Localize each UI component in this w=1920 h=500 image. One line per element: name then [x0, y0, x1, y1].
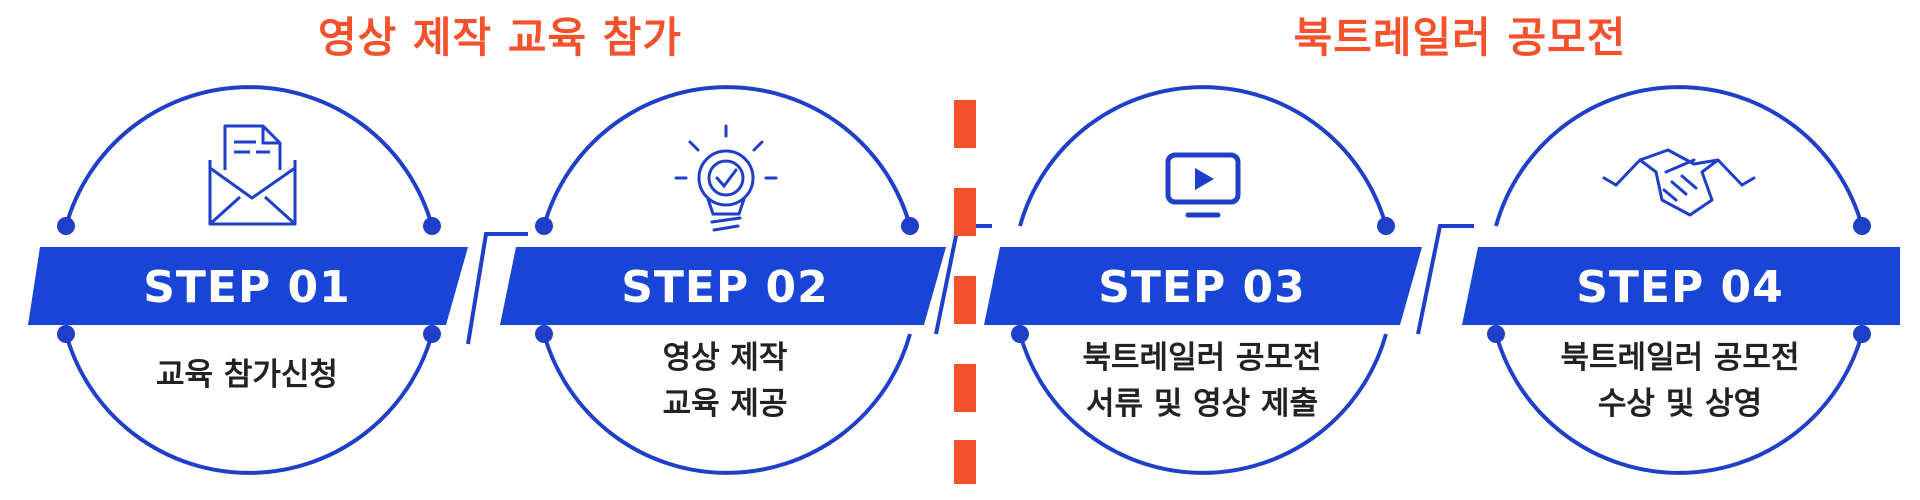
step-1-label: STEP 01 — [143, 262, 351, 313]
step-2-circle-top-arc — [542, 85, 912, 227]
step-1-description: 교육 참가신청 — [67, 352, 427, 398]
step-4-desc-line: 북트레일러 공모전 — [1560, 340, 1800, 376]
step-3-desc-line: 북트레일러 공모전 — [1082, 340, 1322, 376]
step-2-description: 영상 제작 교육 제공 — [545, 335, 905, 427]
dot — [1377, 217, 1395, 235]
step-4-label: STEP 04 — [1576, 262, 1784, 313]
step-1-desc-line: 교육 참가신청 — [156, 357, 338, 393]
dot — [1487, 325, 1505, 343]
step-1-bar — [28, 247, 468, 325]
divider-dash — [954, 440, 976, 484]
step-3-label: STEP 03 — [1098, 262, 1306, 313]
video-monitor-icon — [1165, 152, 1241, 218]
connector-3-4 — [1416, 224, 1474, 335]
step-4-circle-top-arc — [1494, 85, 1864, 227]
dot — [535, 217, 553, 235]
dot — [901, 217, 919, 235]
section-title-booktrailer-contest: 북트레일러 공모전 — [1293, 13, 1627, 62]
step-2-desc-line: 교육 제공 — [662, 386, 788, 422]
dot — [535, 325, 553, 343]
divider-dash — [954, 364, 976, 412]
step-2-desc-line: 영상 제작 — [662, 340, 788, 376]
envelope-document-icon — [208, 124, 297, 226]
dot — [57, 217, 75, 235]
dot — [57, 325, 75, 343]
step-4-description: 북트레일러 공모전 수상 및 상영 — [1500, 335, 1860, 427]
dot — [1853, 217, 1871, 235]
dot — [1011, 325, 1029, 343]
step-4-bar — [1462, 247, 1900, 325]
step-3-bar — [984, 247, 1422, 325]
step-1-circle-bottom-arc — [64, 333, 434, 475]
step-3-circle-bottom-arc — [1018, 333, 1388, 475]
dot — [423, 217, 441, 235]
step-2-label: STEP 02 — [621, 262, 829, 313]
step-4-desc-line: 수상 및 상영 — [1597, 386, 1763, 422]
section-title-video-education: 영상 제작 교육 참가 — [318, 13, 682, 62]
step-2-bar — [500, 247, 946, 325]
divider-dash — [954, 276, 976, 324]
dot — [423, 325, 441, 343]
section-divider — [954, 100, 976, 484]
step-4-circle-bottom-arc — [1494, 333, 1864, 475]
step-3-circle-top-arc — [1018, 85, 1388, 227]
handshake-icon — [1602, 148, 1756, 217]
step-3-desc-line: 서류 및 영상 제출 — [1085, 386, 1319, 422]
step-1-circle-top-arc — [64, 85, 434, 227]
dot — [1853, 325, 1871, 343]
step-3-description: 북트레일러 공모전 서류 및 영상 제출 — [1022, 335, 1382, 427]
step-2-circle-bottom-arc — [542, 333, 912, 475]
connector-1-2 — [466, 232, 528, 345]
divider-dash — [954, 188, 976, 236]
lightbulb-check-icon — [674, 124, 778, 232]
divider-dash — [954, 100, 976, 148]
